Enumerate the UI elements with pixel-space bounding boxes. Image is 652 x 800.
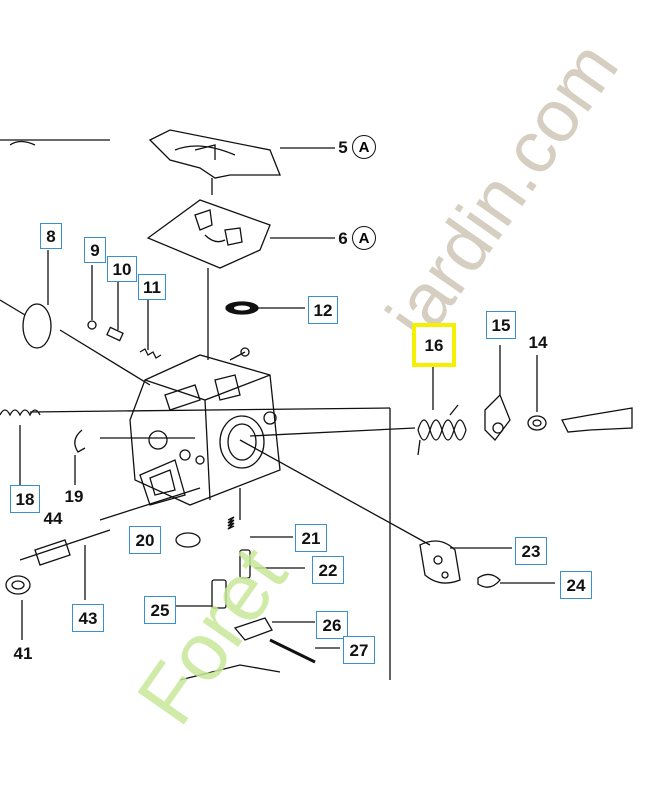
callout-14: 14 [528, 332, 548, 352]
part-41 [5, 575, 31, 595]
part-14-washer [527, 415, 547, 431]
part-5-cover [148, 129, 281, 179]
carburetor-body [129, 347, 281, 506]
callout-27: 27 [343, 636, 375, 664]
part-23-plate [419, 540, 461, 584]
reference-circle-a-1: A [352, 135, 376, 159]
part-18-spring [0, 409, 41, 417]
part-19-clip [74, 429, 86, 453]
callout-23: 23 [515, 537, 547, 565]
part-24-screw [477, 573, 501, 588]
reference-circle-a-2: A [352, 226, 376, 250]
callout-12: 12 [308, 296, 338, 324]
throttle-shaft-end [561, 407, 633, 433]
callout-21: 21 [295, 524, 327, 552]
callout-6: 6 [338, 228, 348, 248]
part-16-spring [417, 404, 467, 456]
part-20-screen [175, 532, 201, 548]
callout-15: 15 [486, 311, 516, 339]
callout-22: 22 [312, 556, 344, 584]
callout-43: 43 [72, 604, 104, 632]
callout-5: 5 [338, 137, 348, 157]
callout-44: 44 [43, 508, 63, 528]
part-26-lever [233, 617, 273, 641]
callout-16-highlighted: 16 [412, 323, 456, 367]
callout-26: 26 [316, 611, 348, 639]
part-11-spring [139, 348, 162, 359]
callout-8: 8 [40, 223, 62, 249]
callout-9: 9 [84, 237, 106, 263]
callout-24: 24 [560, 571, 592, 599]
part-25-screw [211, 579, 227, 609]
part-43-sleeve [34, 539, 71, 566]
part-6-gasket [146, 199, 271, 269]
part-22-needle [239, 549, 251, 579]
part-10-pin [106, 326, 124, 342]
callout-20: 20 [129, 526, 161, 554]
callout-19: 19 [64, 486, 84, 506]
callout-10: 10 [107, 256, 137, 282]
callout-25: 25 [144, 596, 176, 624]
callout-11: 11 [138, 274, 166, 300]
part-21-spring [227, 516, 235, 530]
callout-41: 41 [13, 643, 33, 663]
part-8-disc [22, 303, 52, 349]
part-9-ball [87, 320, 97, 330]
callout-18: 18 [10, 485, 40, 513]
